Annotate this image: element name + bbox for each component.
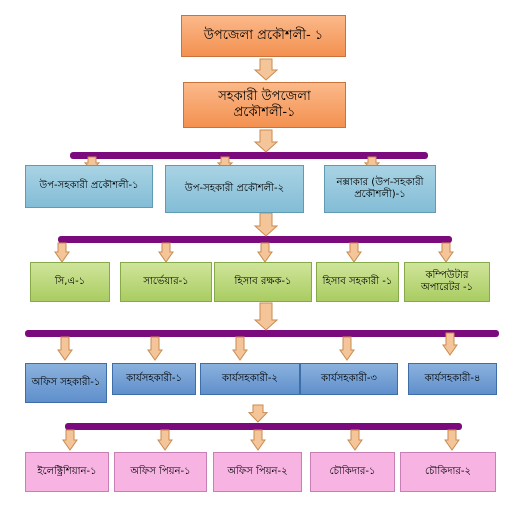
node-office-assistant: অফিস সহকারী-১: [25, 363, 107, 403]
node-work-assistant-1: কার্যসহকারী-১: [112, 363, 196, 395]
arrow-bar6-to-guard-2: [444, 429, 460, 451]
node-sub-assistant-engineer-1: উপ-সহকারী প্রকৌশলী-১: [25, 165, 153, 208]
node-computer-operator: কম্পিউটার অপারেটর -১: [404, 262, 490, 302]
node-guard-1: চৌকিদার-১: [310, 452, 395, 492]
node-accountant: হিসাব রক্ষক-১: [214, 262, 312, 302]
arrow-sub2-to-bar4: [253, 212, 279, 237]
arrow-l1-to-l2: [253, 58, 279, 81]
arrow-accountant-to-bar5: [253, 302, 279, 331]
node-work-assistant-3: কার্যসহকারী-৩: [300, 363, 398, 395]
arrow-wa2-to-bar6: [247, 404, 269, 423]
connector-bar-level6: [65, 423, 462, 430]
arrow-bar6-to-office-peon-2: [250, 429, 266, 451]
arrow-bar5-to-work-assistant-1: [147, 336, 163, 361]
node-electrician: ইলেক্ট্রিশিয়ান-১: [25, 452, 109, 492]
node-work-assistant-2: কার্যসহকারী-২: [200, 363, 300, 395]
connector-bar-level4: [58, 236, 452, 243]
node-guard-2: চৌকিদার-২: [400, 452, 496, 492]
connector-bar-level5: [25, 330, 499, 337]
arrow-bar6-to-guard-1: [347, 429, 363, 451]
arrow-bar4-to-computer-operator: [438, 242, 454, 263]
arrow-bar5-to-office-assistant: [57, 336, 73, 361]
arrow-bar6-to-electrician: [62, 429, 78, 451]
arrow-bar4-to-surveyor: [158, 242, 174, 263]
arrow-l2-to-bar3: [253, 129, 279, 153]
node-office-peon-1: অফিস পিয়ন-১: [114, 452, 207, 492]
node-sub-assistant-engineer-2: উপ-সহকারী প্রকৌশলী-২: [165, 165, 304, 213]
arrow-bar4-to-accountant: [257, 242, 273, 263]
node-surveyor: সার্ভেয়ার-১: [120, 262, 212, 302]
arrow-bar6-to-office-peon-1: [157, 429, 173, 451]
node-assistant-upazila-engineer: সহকারী উপজেলা প্রকৌশলী-১: [183, 82, 346, 128]
node-work-assistant-4: কার্যসহকারী-৪: [408, 363, 497, 395]
arrow-bar5-to-work-assistant-2: [232, 336, 248, 361]
arrow-bar5-to-work-assistant-3: [339, 336, 355, 361]
arrow-bar4-to-ca: [54, 242, 70, 263]
node-upazila-engineer: উপজেলা প্রকৌশলী- ১: [181, 15, 346, 57]
connector-bar-level3: [70, 152, 428, 159]
node-office-peon-2: অফিস পিয়ন-২: [213, 452, 302, 492]
arrow-bar4-to-accounts-assistant: [346, 242, 362, 263]
node-draftsman: নক্সাকার (উপ-সহকারী প্রকৌশলী)-১: [324, 165, 436, 213]
node-ca: সি,এ-১: [30, 262, 110, 302]
node-accounts-assistant: হিসাব সহকারী -১: [316, 262, 399, 302]
